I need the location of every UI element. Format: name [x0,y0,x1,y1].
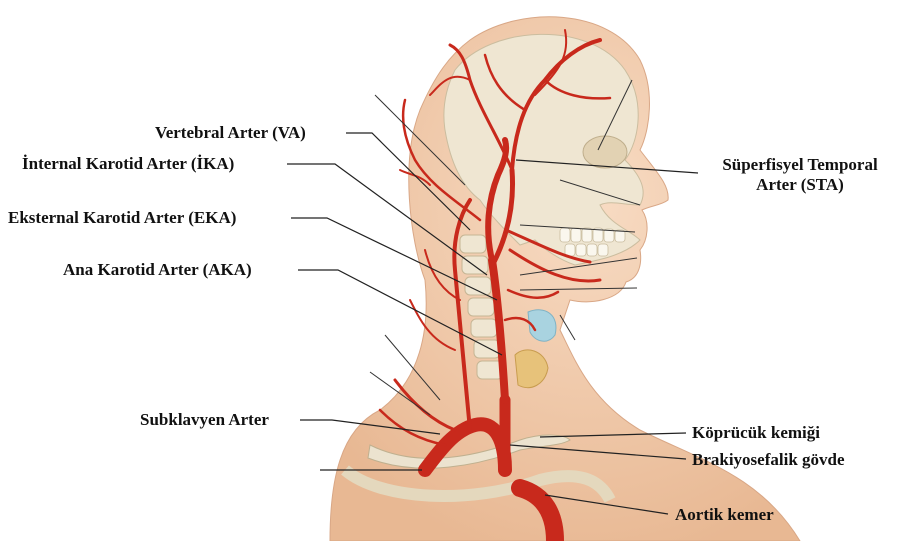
eye-orbit [583,136,627,168]
label-vertebral: Vertebral Arter (VA) [155,123,306,143]
label-external-carotid: Eksternal Karotid Arter (EKA) [8,208,236,228]
label-sta-line1: Süperfisyel Temporal [700,155,900,175]
label-aortic-arch: Aortik kemer [675,505,774,525]
label-internal-carotid: İnternal Karotid Arter (İKA) [22,154,234,174]
label-brachiocephalic: Brakiyosefalik gövde [692,450,845,470]
label-common-carotid: Ana Karotid Arter (AKA) [63,260,252,280]
label-clavicle: Köprücük kemiği [692,423,820,443]
label-sta: Süperfisyel Temporal Arter (STA) [700,155,900,195]
label-sta-line2: Arter (STA) [700,175,900,195]
label-subclavian: Subklavyen Arter [140,410,269,430]
